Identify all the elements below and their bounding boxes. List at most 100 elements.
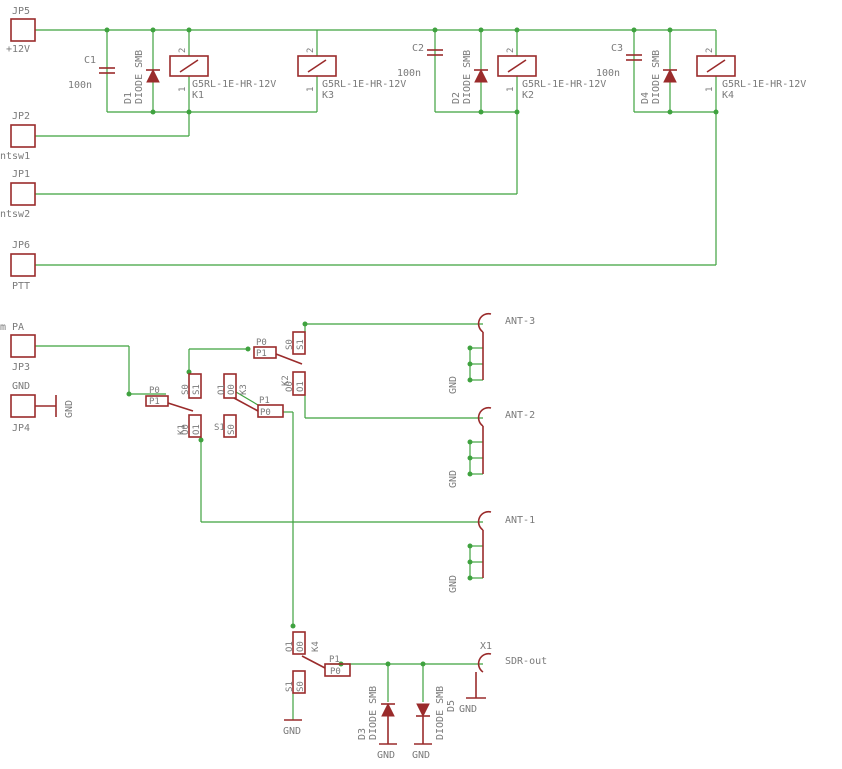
relay-k2-name: K2: [522, 90, 534, 101]
diode-d1[interactable]: DIODE SMB D1: [123, 50, 160, 104]
connector-jp4-name: JP4: [12, 423, 30, 434]
relay-coil-k4[interactable]: 2 1 G5RL-1E-HR-12V K4: [696, 48, 806, 101]
k3-p0: P0: [256, 338, 267, 348]
k1-p1: P1: [149, 397, 160, 407]
relay-k3-name: K3: [322, 90, 334, 101]
k1-s1: S1: [192, 384, 202, 395]
k4-p0: P0: [330, 667, 341, 677]
antenna-ant2[interactable]: ANT-2 GND: [448, 406, 535, 488]
relay-coil-k3[interactable]: 2 1 G5RL-1E-HR-12V K3: [297, 48, 406, 101]
k2-name: K3: [239, 384, 249, 395]
capacitor-c2[interactable]: C2 100n: [397, 43, 443, 79]
k4-s1: S1: [285, 681, 295, 692]
connector-jp3-value: m PA: [0, 322, 24, 333]
connector-jp1-name: JP1: [12, 169, 30, 180]
k4-name: K4: [311, 641, 321, 652]
k3-o0: O0: [285, 381, 295, 392]
jp4-gnd-label: GND: [64, 400, 75, 418]
relay-k2-pin2: 2: [506, 48, 516, 53]
relay-coil-k2[interactable]: 2 1 G5RL-1E-HR-12V K2: [497, 48, 606, 101]
sdr-out-label: SDR-out: [505, 656, 547, 667]
antenna-ant1-gnd: GND: [448, 575, 459, 593]
diode-d5-name: D5: [446, 700, 457, 712]
k3-s0: S0: [285, 339, 295, 350]
k4-o0: O0: [296, 641, 306, 652]
k2-s1: S1: [214, 423, 225, 433]
diode-d3[interactable]: DIODE SMB D3 GND: [357, 686, 397, 761]
relay-k2-value: G5RL-1E-HR-12V: [522, 79, 606, 90]
connector-jp2[interactable]: JP2 ntsw1: [0, 111, 36, 162]
relay-k1-name: K1: [192, 90, 204, 101]
relay-k3-pin2: 2: [306, 48, 316, 53]
sdr-gnd-label: GND: [459, 704, 477, 715]
connector-jp1-value: ntsw2: [0, 209, 30, 220]
antenna-ant1[interactable]: ANT-1 GND: [448, 510, 535, 593]
diode-d4-name: D4: [640, 92, 651, 104]
rf-wires: [35, 321, 483, 720]
capacitor-c2-value: 100n: [397, 68, 421, 79]
capacitor-c3-value: 100n: [596, 68, 620, 79]
diode-d3-name: D3: [357, 728, 368, 740]
sdr-out-connector[interactable]: X1 SDR-out GND: [459, 641, 547, 715]
k4-p1: P1: [329, 655, 340, 665]
relay-k3-value: G5RL-1E-HR-12V: [322, 79, 406, 90]
connector-jp2-value: ntsw1: [0, 151, 30, 162]
diode-d3-gnd: GND: [377, 750, 395, 761]
diode-d1-name: D1: [123, 92, 134, 104]
k2-o0: O0: [227, 384, 237, 395]
connector-jp6-name: JP6: [12, 240, 30, 251]
antenna-ant3-gnd: GND: [448, 376, 459, 394]
k3-o1: O1: [296, 381, 306, 392]
capacitor-c1[interactable]: C1 100n: [68, 55, 115, 91]
antenna-ant1-label: ANT-1: [505, 515, 535, 526]
antenna-ant2-gnd: GND: [448, 470, 459, 488]
k3-name: K2: [281, 375, 291, 386]
connector-jp3[interactable]: m PA JP3: [0, 322, 36, 373]
k4-gnd: GND: [283, 726, 301, 737]
diode-d5[interactable]: DIODE SMB D5 GND: [412, 686, 457, 761]
connector-jp4[interactable]: GND JP4 GND: [10, 381, 75, 434]
capacitor-c2-name: C2: [412, 43, 424, 54]
k3-p1: P1: [256, 349, 267, 359]
diode-d2[interactable]: DIODE SMB D2: [451, 50, 488, 104]
sdr-x1-label: X1: [480, 641, 492, 652]
relay-k1-value: G5RL-1E-HR-12V: [192, 79, 276, 90]
diode-d5-value: DIODE SMB: [435, 686, 446, 740]
capacitor-c3-name: C3: [611, 43, 623, 54]
diode-d4[interactable]: DIODE SMB D4: [640, 50, 677, 104]
relay-coil-k1[interactable]: 2 1 G5RL-1E-HR-12V K1: [169, 48, 276, 101]
k2-o1: O1: [217, 384, 227, 395]
relay-k4-pin1: 1: [705, 87, 715, 92]
relay-k1-pin2: 2: [178, 48, 188, 53]
relay-contact-k3[interactable]: P0 P1 S0 S1 O0 O1 K2: [253, 331, 306, 396]
connector-jp3-name: JP3: [12, 362, 30, 373]
relay-contact-k4[interactable]: O1 O0 K4 P1 P0 S1 S0 GND: [283, 631, 351, 737]
k4-s0: S0: [296, 681, 306, 692]
relay-contact-k1[interactable]: P0 P1 S0 S1 O0 O1 K1: [145, 373, 202, 438]
relay-contact-k2[interactable]: O0 O1 S0 S1 P1 P0 K3: [214, 373, 284, 438]
antenna-ant3[interactable]: ANT-3 GND: [448, 312, 535, 394]
k2-p1: P1: [259, 396, 270, 406]
power-rail: [35, 27, 719, 266]
antenna-ant3-label: ANT-3: [505, 316, 535, 327]
diode-d1-value: DIODE SMB: [134, 50, 145, 104]
k1-o0: O0: [181, 424, 191, 435]
connector-jp4-value: GND: [12, 381, 30, 392]
connector-jp5-value: +12V: [6, 44, 30, 55]
connector-jp6-value: PTT: [12, 281, 30, 292]
k2-s0: S0: [227, 424, 237, 435]
capacitor-c1-value: 100n: [68, 80, 92, 91]
connector-jp5-name: JP5: [12, 6, 30, 17]
connector-jp5[interactable]: JP5 +12V: [6, 6, 36, 55]
connector-jp6[interactable]: JP6 PTT: [10, 240, 36, 292]
relay-k3-pin1: 1: [306, 87, 316, 92]
diode-d2-value: DIODE SMB: [462, 50, 473, 104]
capacitor-c3[interactable]: C3 100n: [596, 43, 642, 79]
connector-jp2-name: JP2: [12, 111, 30, 122]
k1-s0: S0: [181, 384, 191, 395]
relay-k1-pin1: 1: [178, 87, 188, 92]
connector-jp1[interactable]: JP1 ntsw2: [0, 169, 36, 220]
diode-d4-value: DIODE SMB: [651, 50, 662, 104]
relay-k4-value: G5RL-1E-HR-12V: [722, 79, 806, 90]
